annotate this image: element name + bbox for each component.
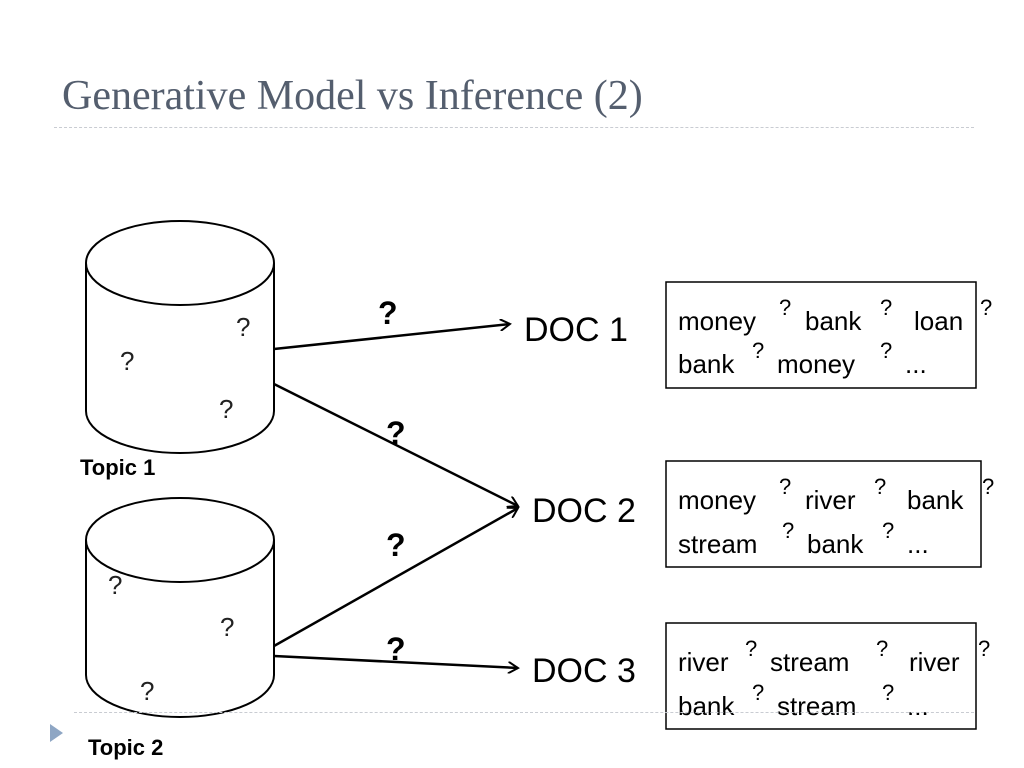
word-mark: ? bbox=[745, 636, 757, 661]
topic-1-cylinder: ? ? ? bbox=[85, 220, 275, 454]
doc-3-word-box bbox=[665, 622, 977, 730]
word: river bbox=[678, 647, 729, 677]
word: ... bbox=[907, 691, 929, 721]
word: loan bbox=[914, 306, 963, 336]
word-mark: ? bbox=[882, 680, 894, 705]
doc-2-word-box bbox=[665, 460, 982, 568]
word-mark: ? bbox=[779, 295, 791, 320]
edge-topic2-doc3 bbox=[273, 654, 518, 668]
word-mark: ? bbox=[874, 474, 886, 499]
word: stream bbox=[770, 647, 849, 677]
word-mark: ? bbox=[880, 338, 892, 363]
word-mark: ? bbox=[779, 474, 791, 499]
title-divider bbox=[54, 127, 974, 128]
word-mark: ? bbox=[876, 636, 888, 661]
topic-1-mark: ? bbox=[236, 312, 250, 342]
word: bank bbox=[678, 691, 735, 721]
word: ... bbox=[905, 349, 927, 379]
word-mark: ? bbox=[982, 474, 994, 499]
word: money bbox=[678, 306, 756, 336]
word: river bbox=[805, 485, 856, 515]
word-mark: ? bbox=[882, 518, 894, 543]
word: stream bbox=[777, 691, 856, 721]
doc-3-label: DOC 3 bbox=[532, 652, 636, 690]
topic-1-label: Topic 1 bbox=[80, 455, 155, 480]
doc-1-word-box bbox=[665, 281, 977, 389]
footer-divider bbox=[74, 712, 974, 713]
word: bank bbox=[807, 529, 864, 559]
word-mark: ? bbox=[880, 295, 892, 320]
edge-topic1-doc1 bbox=[273, 324, 510, 351]
word-mark: ? bbox=[978, 636, 990, 661]
topic-2-mark: ? bbox=[108, 570, 122, 600]
word-mark: ? bbox=[752, 680, 764, 705]
topic-2-label: Topic 2 bbox=[88, 735, 163, 760]
topic-1-mark: ? bbox=[219, 394, 233, 424]
word: river bbox=[909, 647, 960, 677]
doc-2-label: DOC 2 bbox=[532, 492, 636, 530]
topic-2-mark: ? bbox=[220, 612, 234, 642]
doc-1-label: DOC 1 bbox=[524, 311, 628, 349]
word: bank bbox=[678, 349, 735, 379]
triangle-bullet-icon bbox=[50, 724, 63, 742]
word: bank bbox=[907, 485, 964, 515]
word-mark: ? bbox=[782, 518, 794, 543]
word: ... bbox=[907, 529, 929, 559]
edge-label: ? bbox=[386, 415, 406, 451]
edge-label: ? bbox=[386, 527, 406, 563]
topic-2-cylinder: ? ? ? bbox=[85, 497, 275, 718]
edge-topic1-doc2 bbox=[273, 382, 518, 506]
word-mark: ? bbox=[980, 295, 992, 320]
edge-label: ? bbox=[386, 631, 406, 667]
topic-2-mark: ? bbox=[140, 676, 154, 706]
word: money bbox=[678, 485, 756, 515]
slide-title: Generative Model vs Inference (2) bbox=[62, 73, 643, 119]
topic-1-mark: ? bbox=[120, 346, 134, 376]
word: bank bbox=[805, 306, 862, 336]
word: stream bbox=[678, 529, 757, 559]
word-mark: ? bbox=[752, 338, 764, 363]
edge-label: ? bbox=[378, 295, 398, 331]
edge-topic2-doc2 bbox=[273, 508, 518, 648]
word: money bbox=[777, 349, 855, 379]
